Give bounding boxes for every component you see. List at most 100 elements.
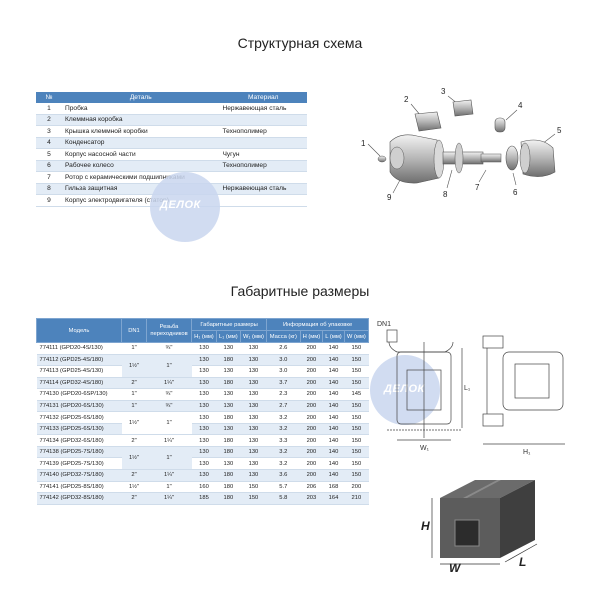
dimension-value-cell: 5.8 <box>266 492 301 505</box>
dimension-value-cell: 3.6 <box>266 469 301 482</box>
dimension-value-cell: 140 <box>322 457 345 470</box>
part-name: Крышка клеммной коробки <box>62 125 220 138</box>
dimension-value-cell: 180 <box>216 469 241 482</box>
model-cell: 774111 (GPD20-4S/130) <box>36 342 122 355</box>
terminal-cover-part <box>452 99 474 117</box>
dn1-cell: 1½" <box>121 354 147 378</box>
dimension-value-cell: 130 <box>191 411 217 424</box>
dimension-value-cell: 150 <box>344 354 369 367</box>
dn1-cell: 1½" <box>121 481 147 494</box>
dimension-value-cell: 200 <box>300 469 323 482</box>
dimension-value-cell: 3.0 <box>266 365 301 378</box>
dimensions-title: Габаритные размеры <box>230 283 370 299</box>
watermark-logo: ДЕЛОК <box>384 383 425 395</box>
callout-label: 2 <box>404 95 409 104</box>
dimension-value-cell: 3.2 <box>266 423 301 436</box>
dimension-value-cell: 3.2 <box>266 446 301 459</box>
dimension-value-cell: 150 <box>240 481 267 494</box>
dimension-value-cell: 130 <box>240 354 267 367</box>
dn1-cell: 2" <box>121 492 147 505</box>
part-number: 1 <box>36 103 62 115</box>
impeller-part <box>505 145 519 171</box>
dn1-cell: 1" <box>121 342 147 355</box>
callout-label: 5 <box>557 126 562 135</box>
dimension-value-cell: 150 <box>344 423 369 436</box>
h1-label: H₁ <box>523 449 531 456</box>
dn1-cell: 1½" <box>121 411 147 436</box>
dimension-value-cell: 200 <box>300 411 323 424</box>
dimension-value-cell: 200 <box>300 342 323 355</box>
dn1-cell: 1½" <box>121 446 147 471</box>
model-cell: 774130 (GPD20-6SP/130) <box>36 388 122 401</box>
dimension-value-cell: 140 <box>322 377 345 390</box>
part-number: 4 <box>36 137 62 149</box>
watermark-circle <box>150 172 220 242</box>
thread-cell: ¾" <box>146 388 192 401</box>
dimension-value-cell: 140 <box>322 365 345 378</box>
part-number: 6 <box>36 160 62 172</box>
box-height-label: H <box>421 519 430 533</box>
dimension-value-cell: 203 <box>300 492 323 505</box>
part-number: 9 <box>36 194 62 207</box>
dimension-value-cell: 180 <box>216 354 241 367</box>
dimension-value-cell: 3.2 <box>266 411 301 424</box>
terminal-box-part <box>414 111 442 132</box>
part-name: Ротор с керамическими подшипниками <box>62 171 220 184</box>
dimension-value-cell: 180 <box>216 492 241 505</box>
dimension-value-cell: 150 <box>344 446 369 459</box>
dimension-value-cell: 130 <box>191 388 217 401</box>
part-material: Технополимер <box>219 160 307 172</box>
dims-header-dn1: DN1 <box>121 318 147 343</box>
dimension-value-cell: 150 <box>344 411 369 424</box>
dimension-value-cell: 140 <box>322 411 345 424</box>
thread-cell: ¾" <box>146 400 192 413</box>
part-material: Чугун <box>219 148 307 161</box>
plug-part <box>377 155 387 163</box>
part-name: Корпус электродвигателя (статор) <box>62 194 220 207</box>
callout-label: 8 <box>443 190 448 199</box>
exploded-pump-drawing: 1 2 3 4 5 6 7 8 9 <box>361 87 562 202</box>
thread-cell: 1¼" <box>146 434 192 447</box>
dimension-value-cell: 150 <box>240 492 267 505</box>
thread-cell: 1" <box>146 481 192 494</box>
part-material: Нержавеющая сталь <box>219 103 307 115</box>
dn1-cell: 2" <box>121 469 147 482</box>
watermark-circle <box>370 355 440 425</box>
dimension-value-cell: 145 <box>344 388 369 401</box>
callout-label: 9 <box>387 193 392 202</box>
dimension-value-cell: 130 <box>191 434 217 447</box>
parts-header-row: № Деталь Материал <box>36 92 307 103</box>
dimension-value-cell: 200 <box>300 434 323 447</box>
model-cell: 774142 (GPD32-8S/180) <box>36 492 122 505</box>
dimension-value-cell: 180 <box>216 446 241 459</box>
l1-label: L₁ <box>464 385 471 392</box>
dimension-value-cell: 130 <box>240 469 267 482</box>
dimension-value-cell: 130 <box>240 342 267 355</box>
dimensions-table: Модель DN1 Резьба переходников Габаритны… <box>36 318 370 505</box>
dimension-value-cell: 150 <box>344 365 369 378</box>
callout-label: 1 <box>361 139 366 148</box>
thread-cell: 1¼" <box>146 492 192 505</box>
dimension-value-cell: 185 <box>191 492 217 505</box>
dimension-value-cell: 2.6 <box>266 342 301 355</box>
dimension-value-cell: 140 <box>322 423 345 436</box>
dims-subheader: L₁ (мм) <box>215 330 241 343</box>
part-number: 8 <box>36 183 62 195</box>
dimension-value-cell: 2.3 <box>266 388 301 401</box>
part-name: Пробка <box>62 103 220 115</box>
watermark-logo: ДЕЛОК <box>160 199 201 211</box>
dimension-value-cell: 130 <box>191 365 217 378</box>
